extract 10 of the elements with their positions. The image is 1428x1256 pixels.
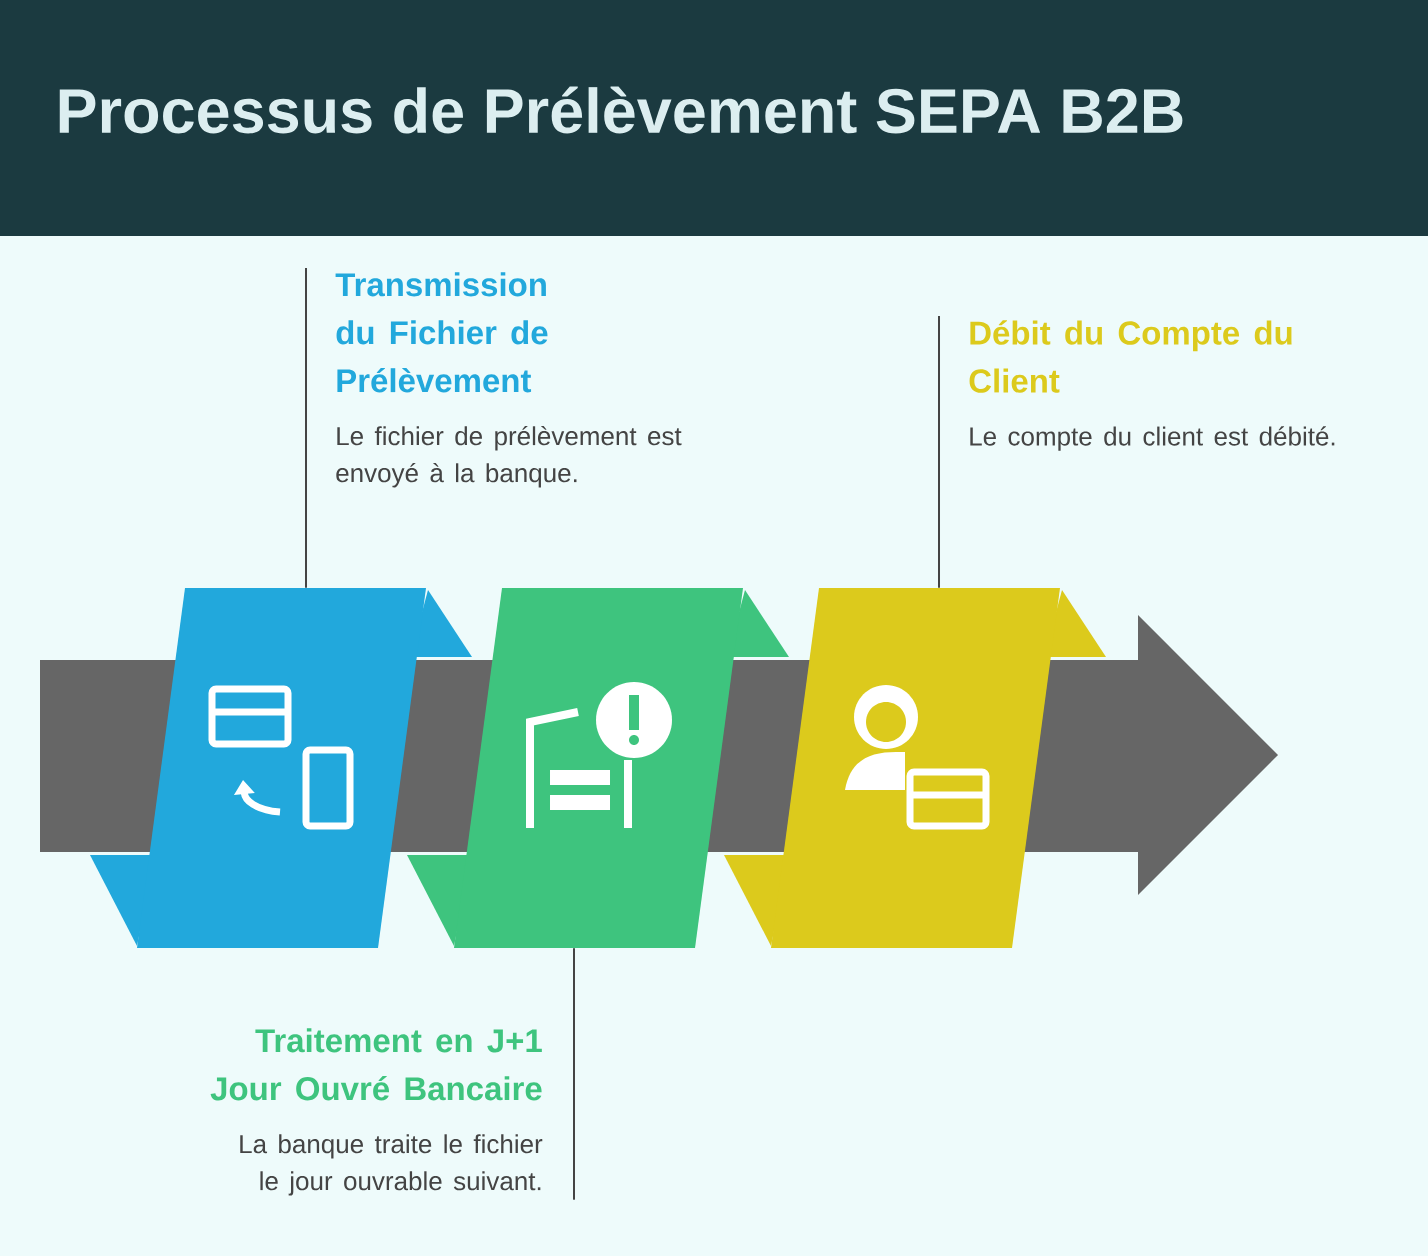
leader-line	[938, 315, 940, 589]
step-description: Traitement en J+1 Jour Ouvré Bancaire La banque traite le fichier le jour ouvrable suivant.	[210, 1028, 543, 1196]
step-panel	[90, 588, 472, 948]
title-banner: Processus de Prélèvement SEPA B2B	[0, 0, 1428, 236]
step-description: Débit du Compte du Client Le compte du client est débité.	[969, 320, 1335, 451]
leader-line	[305, 267, 307, 589]
step-panel	[724, 588, 1106, 948]
step-panel	[407, 588, 789, 948]
leader-line	[573, 947, 575, 1201]
step-description: Transmission du Fichier de Prélèvement Le fichier de prélèvement est envoyé à la banque.	[335, 272, 682, 488]
